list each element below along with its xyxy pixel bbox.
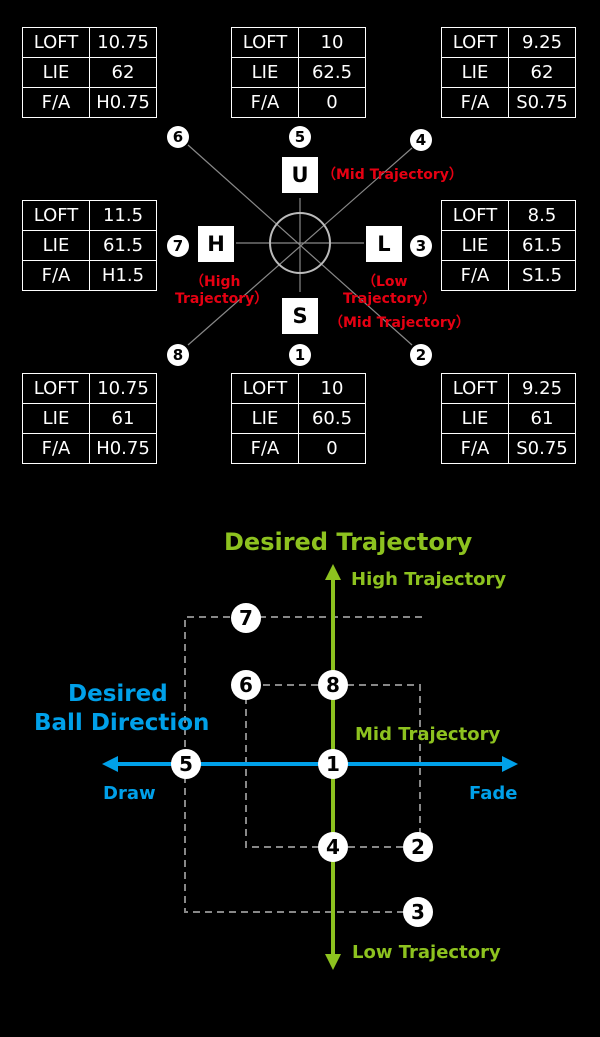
hosel-center-circle	[269, 212, 331, 274]
position-h-box: H	[198, 226, 234, 262]
draw-label: Draw	[103, 783, 156, 804]
chart-number-8-badge: 8	[318, 670, 348, 700]
lie-value: 62	[508, 57, 576, 88]
loft-label: LOFT	[441, 27, 509, 58]
lie-value: 61	[89, 403, 157, 434]
number-5-badge: 5	[289, 126, 311, 148]
lie-value: 61.5	[508, 230, 576, 261]
loft-label: LOFT	[22, 200, 90, 231]
fa-label: F/A	[22, 87, 90, 118]
l-trajectory-label-line1: （Low	[362, 274, 408, 290]
fa-label: F/A	[22, 433, 90, 464]
u-trajectory-label: （Mid Trajectory）	[322, 167, 463, 183]
low-trajectory-label: Low Trajectory	[352, 942, 501, 963]
fa-value: H0.75	[89, 433, 157, 464]
number-6-badge: 6	[167, 126, 189, 148]
loft-label: LOFT	[441, 200, 509, 231]
fa-label: F/A	[231, 433, 299, 464]
loft-label: LOFT	[22, 373, 90, 404]
number-2-badge: 2	[410, 344, 432, 366]
lie-value: 61.5	[89, 230, 157, 261]
position-u-box: U	[282, 157, 318, 193]
position-l-box: L	[366, 226, 402, 262]
loft-value: 9.25	[508, 373, 576, 404]
y-axis-title: Desired Trajectory	[224, 528, 473, 556]
loft-value: 11.5	[89, 200, 157, 231]
fade-label: Fade	[469, 783, 518, 804]
loft-label: LOFT	[441, 373, 509, 404]
loft-label: LOFT	[231, 373, 299, 404]
chart-number-2-badge: 2	[403, 832, 433, 862]
fa-label: F/A	[441, 433, 509, 464]
chart-number-6-badge: 6	[231, 670, 261, 700]
loft-value: 8.5	[508, 200, 576, 231]
x-axis-title-line1: Desired	[68, 681, 168, 707]
fa-value: S0.75	[508, 87, 576, 118]
lie-label: LIE	[441, 403, 509, 434]
position-s-box: S	[282, 298, 318, 334]
number-1-badge: 1	[289, 344, 311, 366]
fa-label: F/A	[231, 87, 299, 118]
fa-value: H0.75	[89, 87, 157, 118]
high-trajectory-label: High Trajectory	[351, 569, 507, 590]
fa-value: 0	[298, 87, 366, 118]
l-trajectory-label-line2: Trajectory）	[343, 291, 437, 307]
hosel-diagram-lines	[187, 144, 413, 346]
fa-value: 0	[298, 433, 366, 464]
loft-label: LOFT	[231, 27, 299, 58]
chart-number-5-badge: 5	[171, 749, 201, 779]
number-8-badge: 8	[167, 344, 189, 366]
x-axis-title-line2: Ball Direction	[34, 710, 210, 736]
fa-value: S0.75	[508, 433, 576, 464]
s-trajectory-label: （Mid Trajectory）	[329, 315, 470, 331]
chart-number-3-badge: 3	[403, 897, 433, 927]
lie-value: 62	[89, 57, 157, 88]
fa-value: H1.5	[89, 260, 157, 291]
mid-trajectory-label: Mid Trajectory	[355, 724, 501, 745]
lie-label: LIE	[22, 57, 90, 88]
h-trajectory-label-line1: （High	[190, 274, 241, 290]
number-3-badge: 3	[410, 235, 432, 257]
loft-value: 10	[298, 27, 366, 58]
h-trajectory-label-line2: Trajectory）	[175, 291, 269, 307]
lie-value: 62.5	[298, 57, 366, 88]
number-4-badge: 4	[410, 129, 432, 151]
chart-number-7-badge: 7	[231, 603, 261, 633]
chart-number-4-badge: 4	[318, 832, 348, 862]
number-7-badge: 7	[167, 235, 189, 257]
fa-value: S1.5	[508, 260, 576, 291]
loft-label: LOFT	[22, 27, 90, 58]
lie-label: LIE	[22, 230, 90, 261]
loft-value: 10.75	[89, 373, 157, 404]
chart-number-1-badge: 1	[318, 749, 348, 779]
loft-value: 10.75	[89, 27, 157, 58]
